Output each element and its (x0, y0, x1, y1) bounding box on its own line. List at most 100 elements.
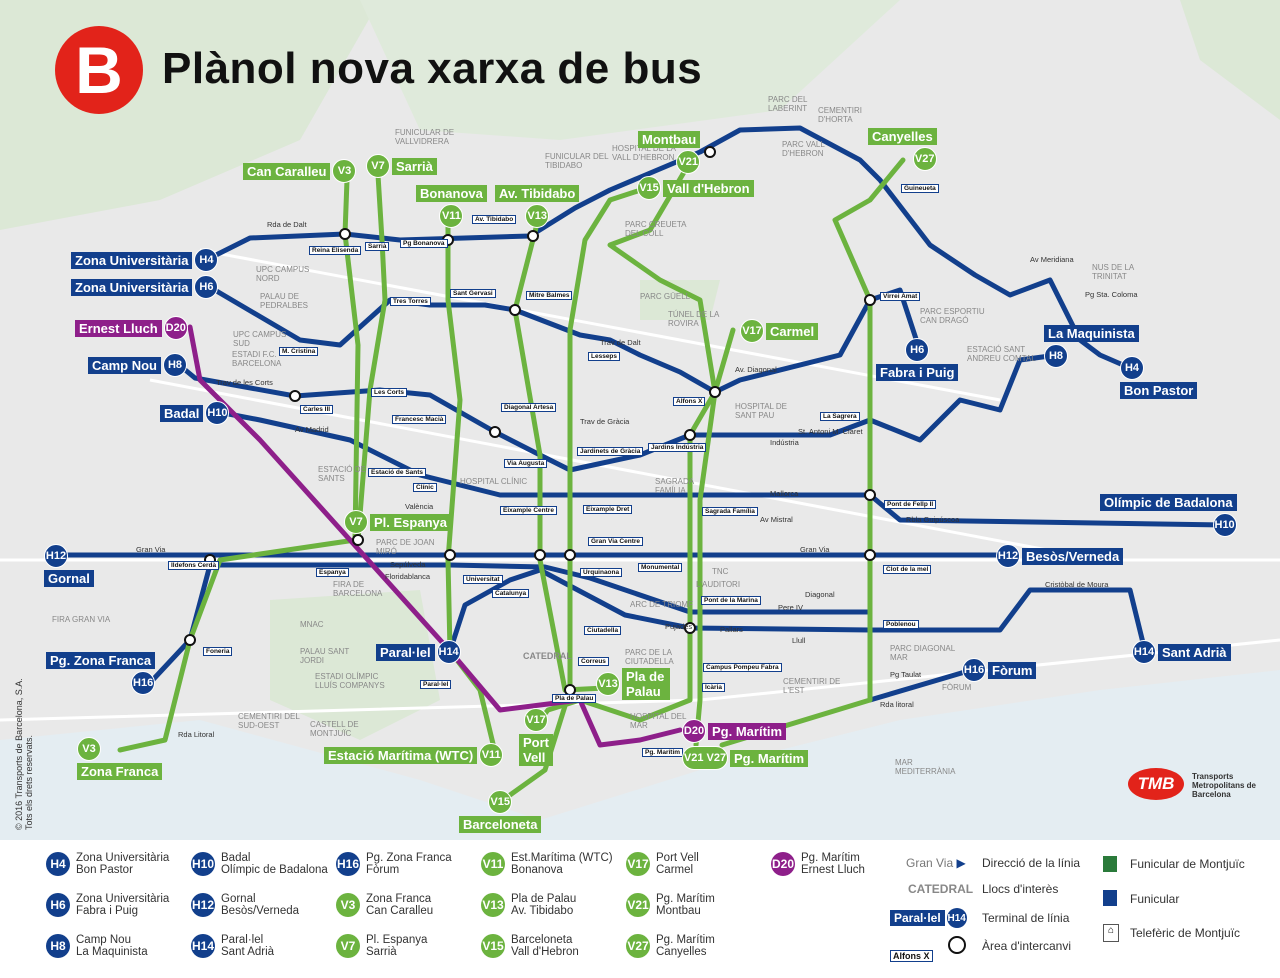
station-label[interactable]: Diagonal Artesa (501, 403, 557, 412)
station-label[interactable]: La Sagrera (820, 412, 860, 421)
station-label[interactable]: Carles III (300, 405, 334, 414)
station-label[interactable]: Virrei Amat (880, 292, 921, 301)
terminal-label: Montbau (638, 131, 701, 148)
station-label[interactable]: Guineueta (901, 184, 939, 193)
street-label: València (405, 502, 434, 511)
terminal-label: Pg. Marítim (730, 749, 809, 767)
legend-direction: Direcció de la línia (982, 856, 1081, 870)
station-label[interactable]: Via Augusta (504, 459, 548, 468)
station-label[interactable]: Mitre Balmes (526, 291, 573, 300)
station-label[interactable]: Paral·lel (420, 680, 452, 689)
line-h6[interactable] (205, 283, 921, 395)
line-d20[interactable] (187, 324, 683, 748)
line-v7[interactable] (355, 172, 388, 543)
station-label[interactable]: Eixample Dret (583, 505, 633, 514)
station-label[interactable]: Universitat (463, 575, 503, 584)
station-label[interactable]: Gran Via Centre (588, 537, 644, 546)
line-v17[interactable] (533, 327, 736, 728)
station-label[interactable]: Alfons X (673, 397, 706, 406)
station-label[interactable]: Les Corts (371, 388, 407, 397)
station-label[interactable]: Foneria (203, 647, 233, 656)
line-v15[interactable] (500, 184, 653, 803)
station-label[interactable]: Ildefons Cerdà (168, 561, 220, 570)
line-v21[interactable] (607, 159, 718, 748)
station-label[interactable]: Pg Bonanova (400, 239, 448, 248)
station-label[interactable]: Campus Pompeu Fabra (703, 663, 782, 672)
line-badge: H4 (46, 852, 70, 876)
terminal-label: Fòrum (988, 661, 1037, 679)
street-label: Trav de Gràcia (580, 417, 630, 426)
station-label[interactable]: Icària (702, 683, 725, 692)
station-label[interactable]: Francesc Macià (392, 415, 447, 424)
station-label[interactable]: Poblenou (883, 620, 919, 629)
station-label[interactable]: Pont de Fellp II (884, 500, 937, 509)
legend-funicular-montjuic: Funicular de Montjuïc (1130, 857, 1245, 871)
station-label[interactable]: Sarrià (365, 242, 390, 251)
station-label[interactable]: Eixample Centre (500, 506, 557, 515)
station-label[interactable]: Pla de Palau (552, 694, 597, 703)
place-label: Parc Güell (640, 292, 691, 301)
line-badge: V11 (481, 852, 505, 876)
station-label[interactable]: Espanya (316, 568, 349, 577)
station-label[interactable]: Estació de Sants (368, 468, 427, 477)
terminal-estacio-maritima[interactable]: Estació Marítima (WTC)V11 (324, 743, 504, 767)
station-label[interactable]: Jardins Indústria (648, 443, 707, 452)
route-from: Zona Franca (366, 893, 432, 905)
street-label: Rda de Dalt (267, 220, 307, 229)
terminal-label: Estació Marítima (WTC) (324, 746, 478, 764)
place-label: Hospital de Sant Pau (735, 402, 788, 420)
station-label[interactable]: Monumental (638, 563, 683, 572)
station-label[interactable]: Pont de la Marina (701, 596, 761, 605)
station-label[interactable]: Jardinets de Gràcia (577, 447, 644, 456)
station-label[interactable]: Urquinaona (580, 568, 623, 577)
station-label[interactable]: Catalunya (492, 589, 530, 598)
station-label[interactable]: Sant Gervasi (450, 289, 496, 298)
place-label: Funicular del Tibidabo (545, 152, 609, 170)
station-label[interactable]: Tres Torres (390, 297, 431, 306)
terminal-label: Canyelles (868, 128, 937, 145)
station-label[interactable]: Sagrada Família (702, 507, 758, 516)
station-label[interactable]: Av. Tibidabo (472, 215, 517, 224)
line-h10[interactable] (215, 409, 1228, 528)
station-label[interactable]: M. Cristina (279, 347, 319, 356)
station-label[interactable]: Clínic (413, 483, 437, 492)
station-label[interactable]: Lesseps (588, 352, 621, 361)
street-label: Trav de Dalt (600, 338, 641, 347)
station-label[interactable]: Clot de la mel (883, 565, 932, 574)
station-label[interactable]: Pg. Marítim (642, 748, 684, 757)
station-label[interactable]: Reina Elisenda (309, 246, 362, 255)
station-label[interactable]: Ciutadella (584, 626, 622, 635)
station-label[interactable]: Correus (578, 657, 609, 666)
line-v27[interactable] (719, 157, 906, 748)
